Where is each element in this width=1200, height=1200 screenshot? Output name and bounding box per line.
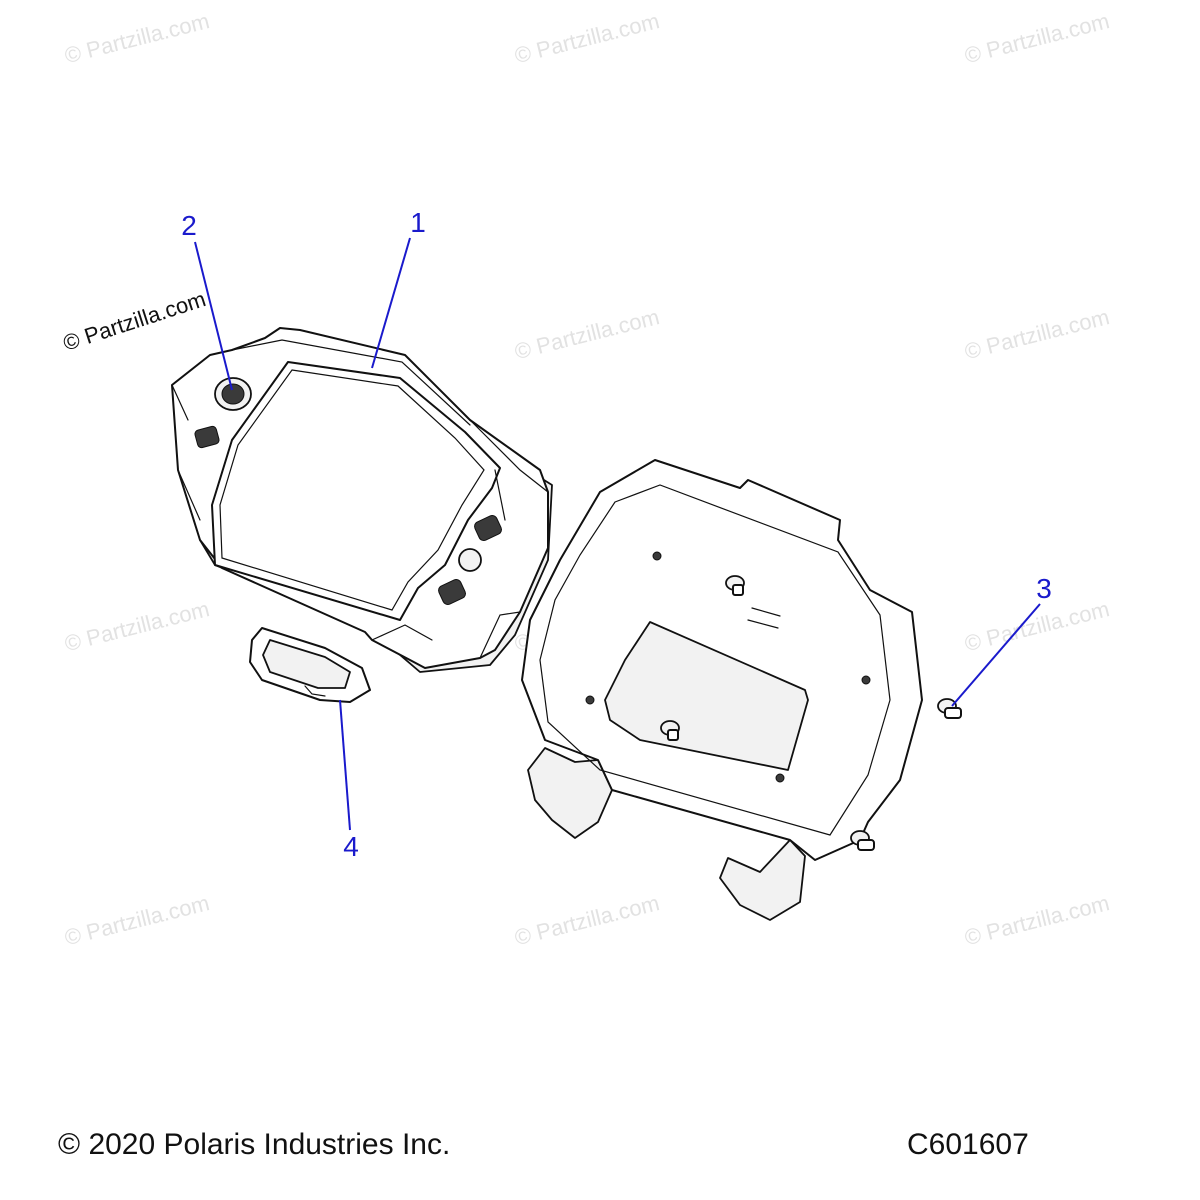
left-side-button[interactable] — [194, 425, 220, 449]
bracket-hole-2 — [861, 675, 871, 685]
bracket-hole-1 — [652, 551, 662, 561]
callout-1[interactable]: 1 — [410, 207, 426, 238]
boot-opening — [262, 639, 351, 689]
bracket-stud-upper — [725, 575, 745, 596]
cluster-top-edge — [231, 339, 471, 426]
cluster-screen — [211, 361, 501, 621]
right-lower-button[interactable] — [437, 578, 467, 606]
cluster-screen-inner — [219, 369, 485, 611]
callout-3[interactable]: 3 — [1036, 573, 1052, 604]
screw-lower-shank — [857, 839, 875, 851]
button-cap[interactable] — [214, 377, 252, 411]
bracket-hole-3 — [585, 695, 595, 705]
bracket-hole-4 — [775, 773, 785, 783]
leader-line-1 — [371, 237, 411, 369]
mounting-bracket — [521, 459, 923, 921]
leader-line-2 — [194, 241, 233, 391]
bracket-inner-frame — [539, 484, 891, 836]
leader-line-3 — [951, 603, 1041, 707]
screw-upper-shank — [944, 707, 962, 719]
right-center-knob[interactable] — [458, 548, 482, 572]
copyright-notice: © 2020 Polaris Industries Inc. — [58, 1128, 451, 1161]
diagram-code: C601607 — [907, 1128, 1029, 1161]
leader-line-4 — [339, 699, 351, 831]
bracket-slots — [747, 607, 781, 629]
boot-notch — [304, 685, 326, 697]
callout-2[interactable]: 2 — [181, 210, 197, 241]
button-cap-center — [221, 383, 245, 405]
connector-boot[interactable] — [249, 627, 371, 703]
bracket-recess — [604, 621, 809, 771]
right-upper-button[interactable] — [473, 514, 503, 542]
bracket-foot-left — [527, 747, 613, 839]
instrument-cluster[interactable] — [171, 327, 553, 673]
cluster-facet-lines — [171, 384, 549, 659]
bracket-foot-right — [719, 839, 806, 921]
screw-upper[interactable] — [937, 698, 962, 719]
bracket-stud-lower — [660, 720, 680, 741]
callout-4[interactable]: 4 — [343, 831, 359, 862]
screw-lower[interactable] — [850, 830, 875, 851]
